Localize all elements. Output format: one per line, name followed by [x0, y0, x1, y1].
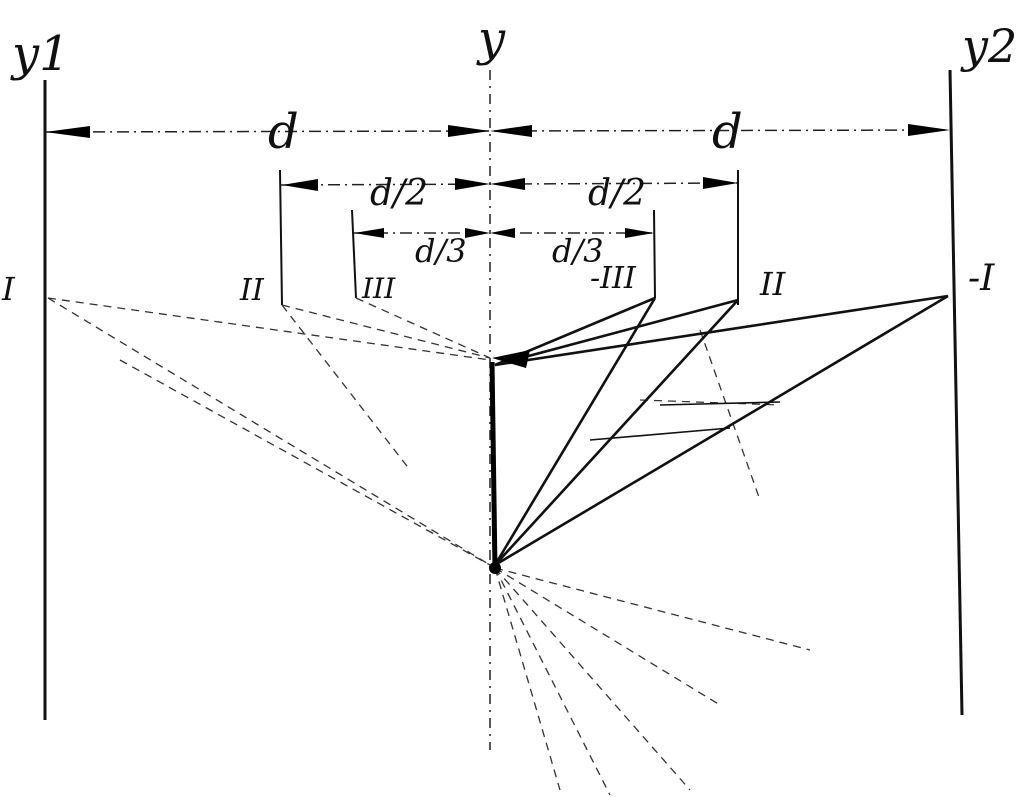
arrowhead: [448, 125, 490, 137]
construction-line: [281, 304, 491, 359]
label-y2: y2: [960, 19, 1017, 73]
label-d-half-left: d/2: [370, 173, 428, 214]
ray-from-I-right-upper: [494, 294, 949, 367]
arrowhead: [625, 228, 654, 238]
arrowhead: [282, 179, 318, 191]
label-position-I-left: I: [1, 270, 16, 308]
arrowhead: [45, 126, 90, 138]
dimension-line-d: [44, 129, 951, 133]
dimension-line-d-half: [279, 182, 739, 186]
vanishing-point-marker: [489, 562, 501, 574]
arrowhead: [354, 228, 384, 238]
construction-line: [119, 359, 491, 566]
arrowhead: [490, 125, 532, 137]
construction-line: [494, 567, 561, 791]
label-y1: y1: [10, 26, 70, 82]
arrowhead: [492, 350, 530, 368]
construction-line: [494, 567, 691, 791]
ray-from-I-right: [494, 294, 949, 567]
label-d-left: d: [268, 104, 299, 160]
label-d-third-right: d/3: [552, 232, 604, 270]
label-position-II-right: II: [759, 265, 787, 303]
label-position-I-right: -I: [968, 258, 995, 299]
arrowhead: [490, 178, 525, 190]
ray-from-II-right: [494, 299, 739, 566]
label-position-III-right: -III: [590, 261, 637, 296]
construction-line: [47, 297, 491, 361]
label-d-third-left: d/3: [415, 232, 467, 270]
construction-line: [281, 304, 411, 471]
arrowhead: [703, 177, 738, 189]
ray-from-II-right-upper: [494, 298, 739, 367]
label-position-II-left: II: [239, 273, 265, 308]
axis-line-y2: [948, 69, 964, 716]
construction-line: [699, 329, 761, 501]
arrowhead: [455, 178, 490, 190]
label-y: y: [476, 11, 506, 67]
tie-line: [659, 401, 781, 406]
bold-vertical-segment: [489, 361, 498, 571]
construction-line: [47, 297, 491, 566]
construction-line: [355, 297, 491, 359]
label-d-half-right: d/2: [588, 173, 646, 214]
arrowhead: [908, 124, 950, 136]
label-d-right: d: [712, 104, 743, 160]
construction-line: [494, 567, 811, 651]
extension-line-right-d-third: [653, 209, 656, 299]
construction-line: [639, 399, 781, 406]
label-position-III-left: III: [361, 272, 396, 305]
extension-line-left-d-third: [351, 209, 357, 299]
tie-line: [589, 427, 731, 441]
ray-from-III-right: [493, 297, 657, 566]
construction-line: [494, 567, 611, 796]
construction-line: [494, 567, 721, 706]
arrowhead: [465, 228, 490, 238]
extension-line-left-d-half: [279, 169, 283, 306]
arrowhead: [490, 228, 515, 238]
